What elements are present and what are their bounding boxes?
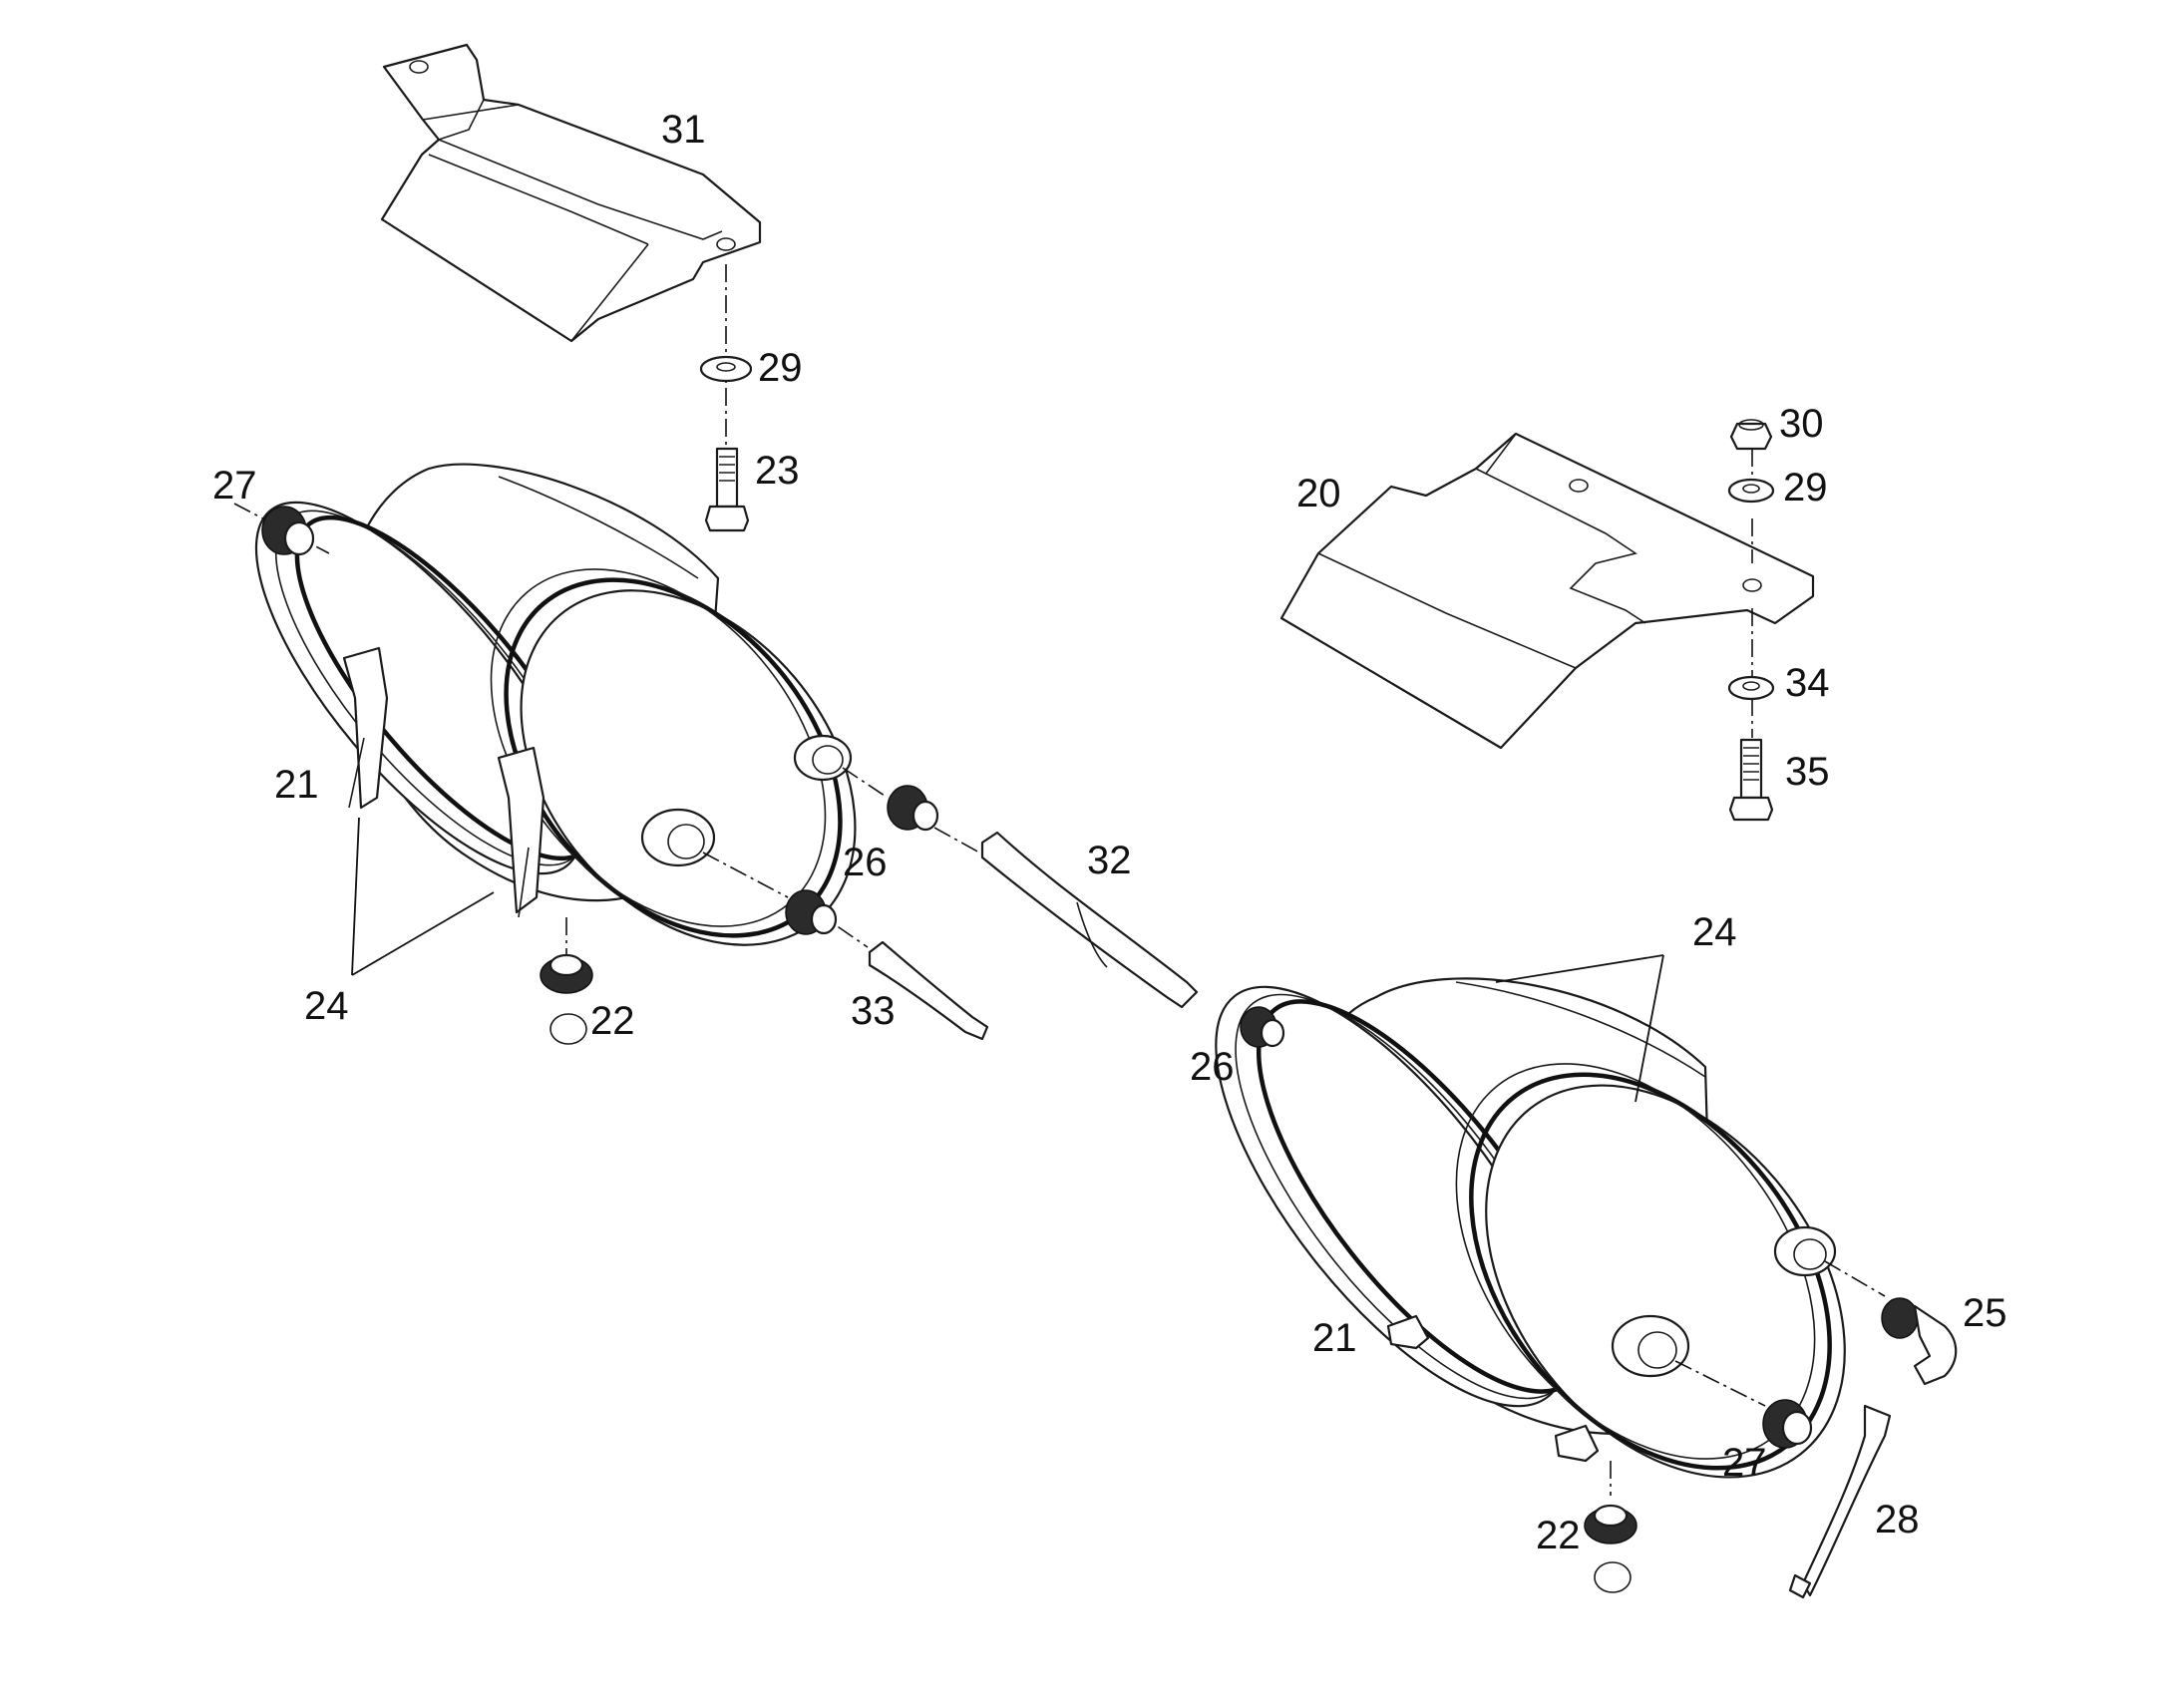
callout-20: 20 <box>1296 472 1341 515</box>
callout-30: 30 <box>1779 402 1824 446</box>
callout-29-right: 29 <box>1783 466 1828 510</box>
callout-23: 23 <box>755 449 800 493</box>
hose-28 <box>1788 1404 1892 1599</box>
nut-30 <box>1729 419 1773 451</box>
bolt-35 <box>1728 738 1774 822</box>
plug-27-right <box>1762 1399 1813 1449</box>
bracket-31 <box>380 43 762 343</box>
callout-labels: 31 29 23 27 30 29 20 34 35 21 24 22 26 3… <box>212 108 2007 1557</box>
washer-29-left <box>699 355 753 383</box>
callout-27-right: 27 <box>1722 1441 1767 1485</box>
callout-26-upper: 26 <box>843 841 888 884</box>
fitting-26-upper <box>887 785 939 832</box>
fitting-26-lower <box>785 889 838 935</box>
washer-34 <box>1727 675 1775 701</box>
hose-32 <box>980 831 1199 1009</box>
callout-32: 32 <box>1087 839 1132 882</box>
washer-29-right <box>1727 478 1775 504</box>
callout-21-right: 21 <box>1312 1316 1357 1360</box>
drain-valve-22-right <box>1584 1504 1637 1593</box>
callout-33: 33 <box>851 989 896 1033</box>
air-tank-left <box>254 463 857 946</box>
callout-34: 34 <box>1785 661 1830 705</box>
plug-27-left <box>261 506 315 556</box>
callout-26-lower: 26 <box>1190 1045 1235 1089</box>
fitting-26-right <box>1240 1006 1285 1048</box>
callout-27-left: 27 <box>212 464 257 508</box>
callout-29-left: 29 <box>758 346 803 390</box>
callout-22-right: 22 <box>1536 1514 1581 1557</box>
bracket-20 <box>1279 432 1815 750</box>
callout-35: 35 <box>1785 750 1830 794</box>
callout-28: 28 <box>1875 1498 1920 1541</box>
callout-24-right: 24 <box>1692 910 1737 954</box>
callout-24-left: 24 <box>304 984 349 1028</box>
elbow-fitting-25 <box>1881 1297 1958 1386</box>
callout-22-left: 22 <box>590 999 635 1043</box>
drain-valve-22-left <box>540 953 593 1045</box>
bolt-23 <box>704 447 750 532</box>
callout-31: 31 <box>661 108 706 152</box>
callout-21-left: 21 <box>274 763 319 807</box>
callout-25: 25 <box>1963 1291 2007 1335</box>
hose-33 <box>868 940 989 1041</box>
air-tank-right <box>1215 977 1846 1479</box>
